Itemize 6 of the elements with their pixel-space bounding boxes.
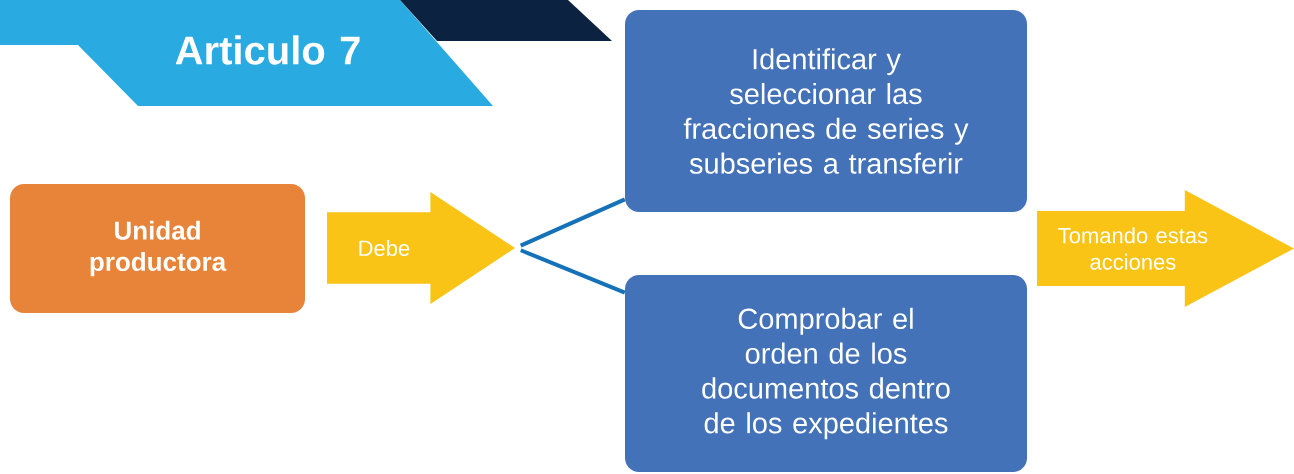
connector-line (520, 248, 626, 295)
process-box: Comprobar el orden de los documentos dentro de los expedientes (625, 275, 1027, 472)
title: Articulo 7 (175, 35, 360, 65)
process-box: Unidad productora (10, 184, 305, 313)
connector-line (519, 197, 626, 248)
process-box: Identificar y seleccionar las fracciones de series y subseries a transferir (625, 10, 1027, 212)
